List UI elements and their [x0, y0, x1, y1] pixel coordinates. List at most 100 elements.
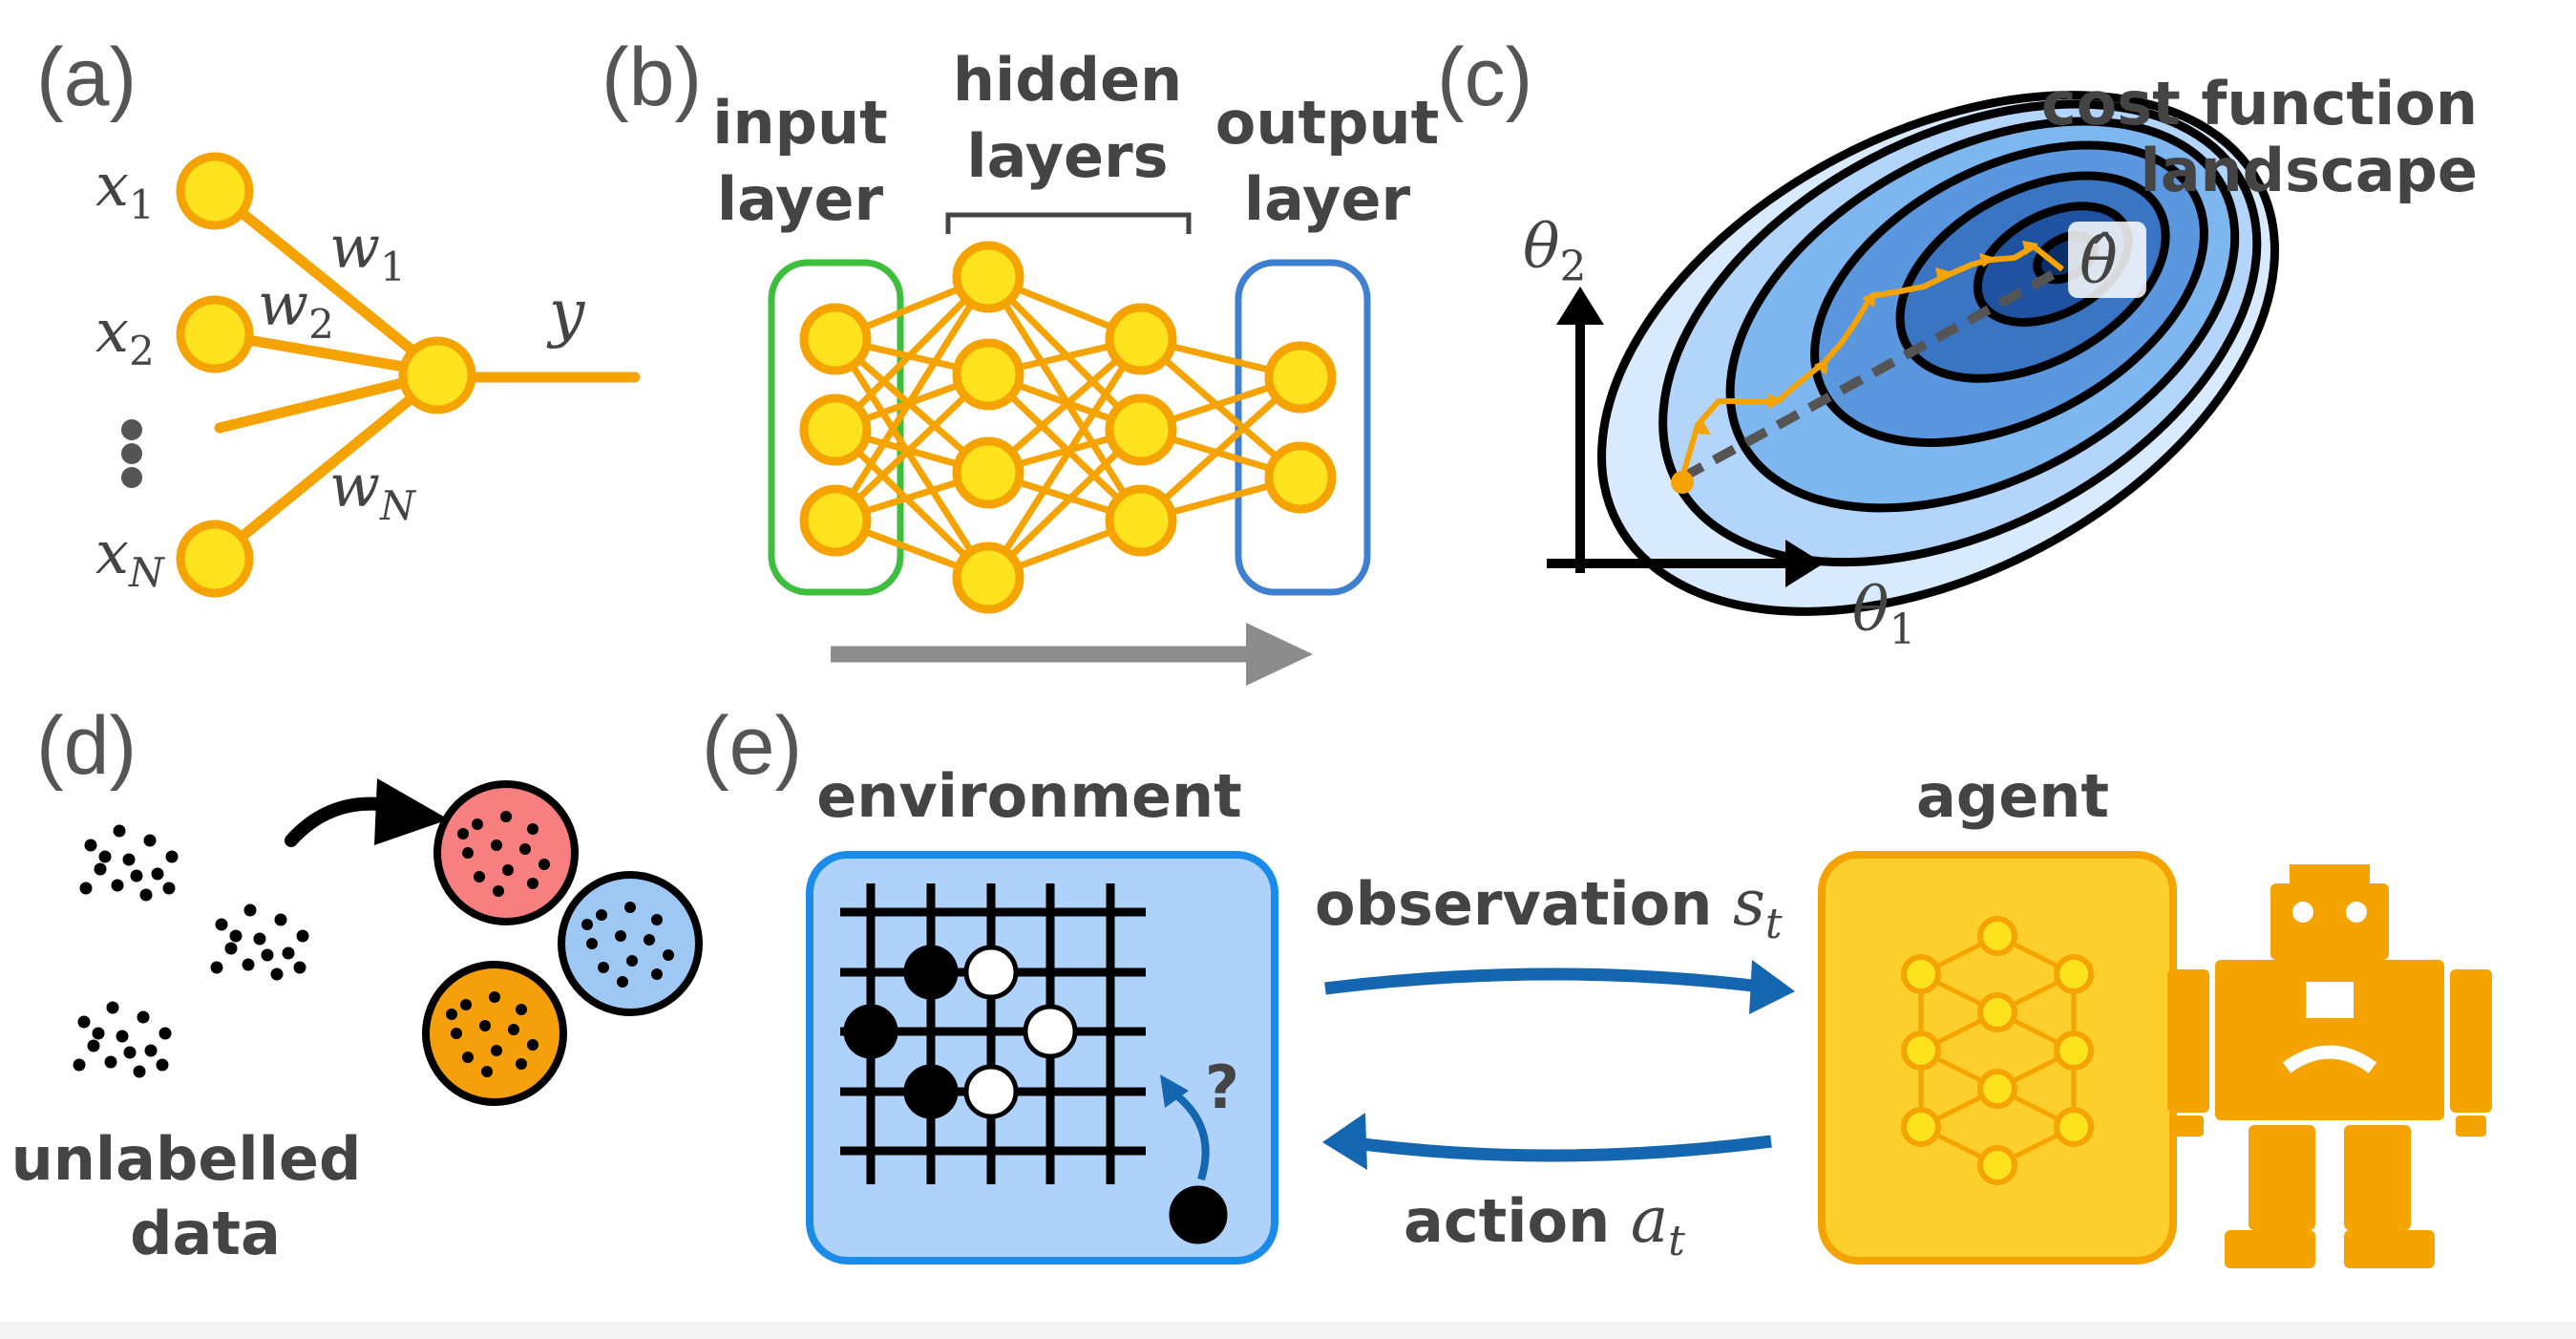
clustered-points [446, 811, 674, 1077]
data-point [123, 1046, 137, 1059]
landscape-title-2: landscape [2140, 136, 2478, 205]
network-neuron [952, 241, 1024, 313]
black-stone [903, 1064, 959, 1119]
panel-a-label: (a) [36, 32, 137, 123]
robot-chest-panel [2306, 982, 2354, 1018]
input-layer-label-1: input [712, 88, 888, 158]
agent-network-neuron [2054, 1107, 2094, 1147]
agent-network-neuron [1901, 1031, 1941, 1071]
unlabelled-points [73, 824, 309, 1078]
observation-arrow [1324, 967, 1777, 995]
cluster-point [446, 1009, 457, 1020]
agent-network-neuron [1977, 1069, 2017, 1109]
output-layer-label-2: layer [1244, 164, 1411, 234]
cluster-point [472, 818, 483, 830]
data-point [113, 824, 126, 838]
data-point [242, 958, 255, 971]
network-neuron [952, 338, 1024, 411]
cluster-point [516, 1004, 527, 1015]
cluster-point [624, 902, 636, 913]
unlabelled-label-2: data [130, 1199, 281, 1268]
data-point [79, 882, 93, 895]
panel-c-label: (c) [1437, 32, 1532, 123]
output-layer-label-1: output [1215, 88, 1440, 158]
robot-icon [2167, 864, 2492, 1268]
input-neuron-2 [176, 295, 254, 373]
data-point [137, 1010, 150, 1024]
cluster-point [457, 828, 469, 840]
data-point [94, 862, 107, 876]
data-point [253, 932, 266, 946]
hidden-layers-bracket [945, 212, 1192, 234]
action-arrow [1341, 1135, 1772, 1162]
network-neuron [1105, 484, 1177, 557]
robot-face [2282, 902, 2377, 1073]
cluster-blue [558, 871, 703, 1016]
data-point [224, 942, 238, 955]
robot-right-foot [2344, 1230, 2435, 1268]
optimum-label: θ̂ [2080, 224, 2118, 298]
cluster-point [516, 1058, 527, 1070]
data-point [270, 967, 284, 981]
network-edge [985, 337, 1144, 580]
panel-a: (a) x1 x2 xN w1 w2 wN y [36, 32, 641, 598]
cluster-point [581, 919, 593, 930]
cluster-point [663, 949, 674, 961]
data-point [116, 1030, 129, 1043]
cluster-arrow-head [374, 778, 449, 845]
environment-label: environment [816, 761, 1242, 831]
label-x1: x1 [95, 150, 155, 228]
cluster-point [651, 968, 663, 980]
move-question: ? [1205, 1052, 1239, 1122]
cluster-point [651, 914, 663, 925]
cluster-point [527, 1039, 538, 1051]
agent-network-neuron [1977, 1145, 2017, 1185]
robot-left-leg [2249, 1125, 2315, 1230]
move-arrow [1172, 1090, 1210, 1181]
panel-b-label: (b) [602, 32, 702, 123]
cluster-point [481, 1066, 493, 1077]
cluster-point [615, 930, 626, 942]
data-point [122, 853, 136, 866]
label-wN: wN [329, 451, 416, 529]
go-stones [843, 945, 1228, 1244]
data-point [210, 961, 223, 974]
flow-arrow-head [1246, 623, 1313, 686]
robot-left-foot [2225, 1230, 2315, 1268]
cluster-point [519, 843, 531, 855]
agent-network-neuron [1901, 954, 1941, 994]
input-layer-label-2: layer [717, 164, 884, 234]
cluster-point [626, 955, 638, 967]
edge-xN [209, 372, 443, 564]
observation-label: observation st [1315, 866, 1783, 948]
data-point [282, 946, 295, 960]
robot-right-leg [2344, 1125, 2411, 1230]
hidden-layers-label-1: hidden [953, 45, 1182, 115]
cluster-red [433, 780, 579, 925]
cluster-point [527, 878, 538, 889]
cluster-point [586, 938, 598, 949]
data-point [144, 1044, 158, 1057]
network-edges [833, 273, 1303, 582]
cluster-point [617, 976, 628, 988]
network-neuron [799, 484, 872, 557]
cluster-point [508, 1024, 519, 1035]
network-neuron [1264, 341, 1337, 414]
data-point [106, 1001, 119, 1014]
agent-network-neuron [1901, 1107, 1941, 1147]
data-point [143, 834, 157, 847]
output-layer-box [1235, 259, 1371, 596]
robot-head [2270, 883, 2389, 960]
robot-left-arm [2167, 969, 2209, 1113]
cluster-point [491, 840, 502, 851]
path-arrowheads [1693, 241, 2038, 435]
network-neuron [952, 436, 1024, 509]
data-point [133, 1065, 146, 1078]
white-stone [1023, 1004, 1078, 1059]
data-point [73, 1058, 86, 1072]
input-neuron-N [176, 520, 254, 598]
panel-e-label: (e) [702, 700, 802, 792]
data-point [293, 961, 306, 974]
cluster-point [491, 1045, 502, 1056]
